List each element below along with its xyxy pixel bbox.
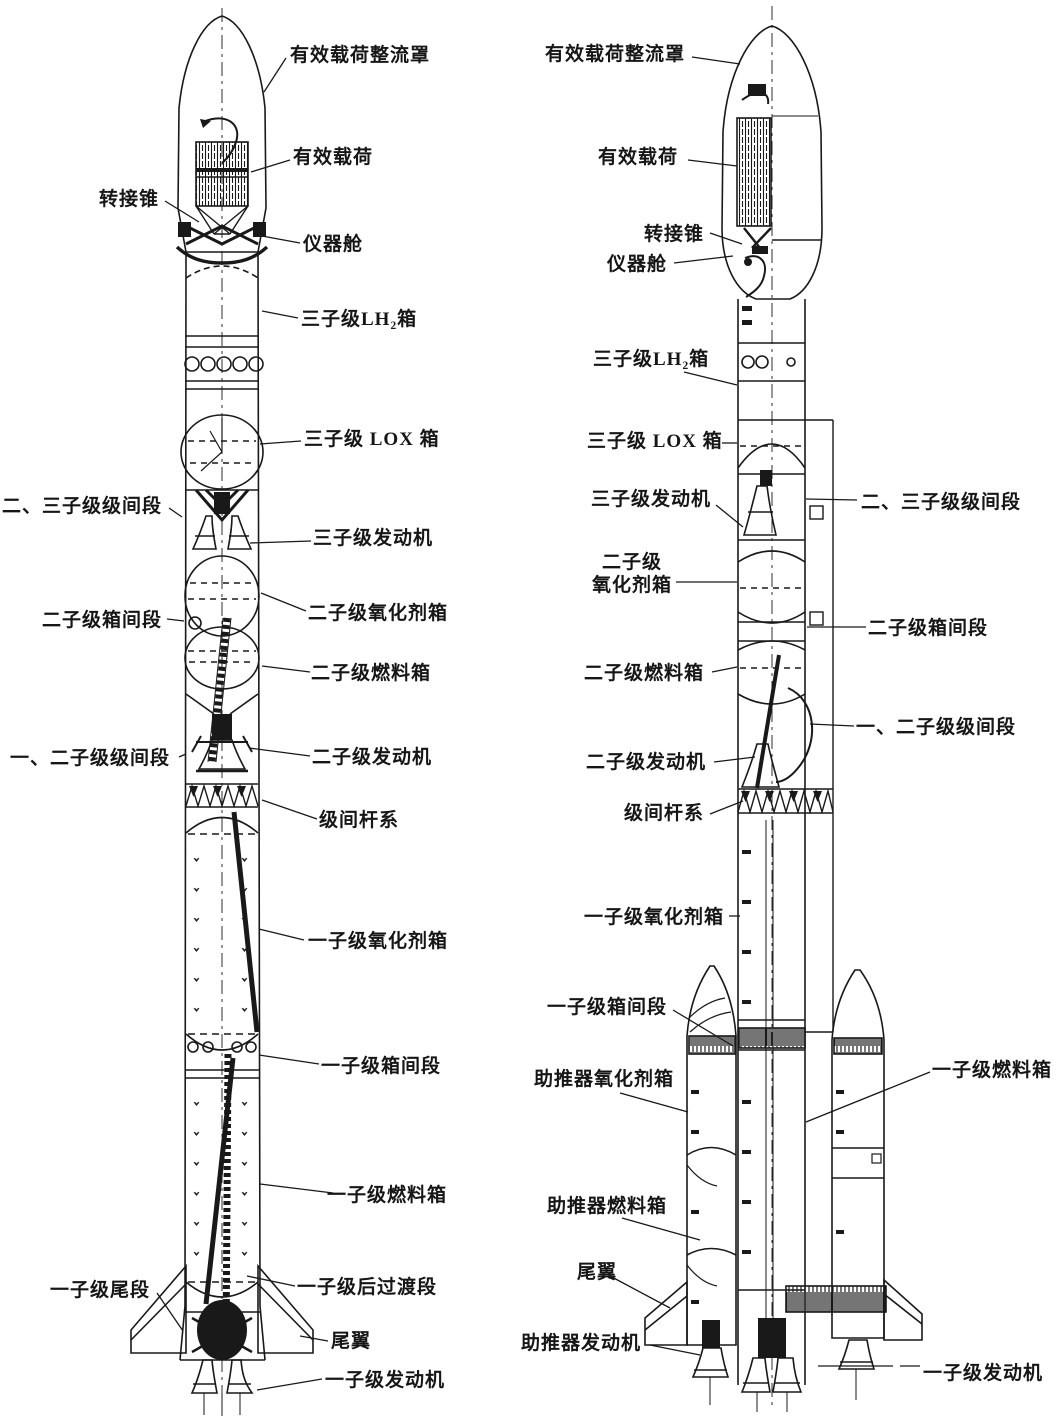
label-left-stage1-2-interstage: 一、二子级级间段 xyxy=(10,748,171,769)
label-left-stage3-engine: 三子级发动机 xyxy=(313,528,434,549)
right-leader-lines xyxy=(609,56,931,1367)
label-right-stage1-engine: 一子级发动机 xyxy=(923,1363,1044,1384)
label-right-adapter-cone: 转接锥 xyxy=(644,224,705,245)
label-left-payload: 有效载荷 xyxy=(293,147,374,168)
label-right-stage2-oxidizer-tank: 二子级 氧化剂箱 xyxy=(591,552,672,597)
label-left-tail-fin: 尾翼 xyxy=(331,1331,372,1352)
left-leader-lines xyxy=(156,57,334,1391)
label-left-stage2-oxidizer-tank: 二子级氧化剂箱 xyxy=(308,603,449,624)
label-right-stage1-oxidizer-tank: 一子级氧化剂箱 xyxy=(584,907,725,928)
label-right-stage2-intertank: 二子级箱间段 xyxy=(868,618,989,639)
label-right-stage2-fuel-tank: 二子级燃料箱 xyxy=(584,663,705,684)
label-right-tail-fin: 尾翼 xyxy=(577,1262,618,1283)
label-left-stage3-lh2-tank: 三子级LH₂箱 xyxy=(301,309,418,330)
label-right-stage2-3-interstage: 二、三子级级间段 xyxy=(861,492,1022,513)
label-right-stage1-fuel-tank: 一子级燃料箱 xyxy=(932,1060,1053,1081)
label-left-stage3-lox-tank: 三子级 LOX 箱 xyxy=(304,429,440,450)
label-left-stage1-engine: 一子级发动机 xyxy=(325,1370,446,1391)
label-right-booster-fuel-tank: 助推器燃料箱 xyxy=(547,1196,668,1217)
label-right-instrument-bay: 仪器舱 xyxy=(607,254,668,275)
label-right-booster-oxidizer-tank: 助推器氧化剂箱 xyxy=(534,1069,675,1090)
label-right-booster-engine: 助推器发动机 xyxy=(521,1333,642,1354)
label-right-stage2-engine: 二子级发动机 xyxy=(586,752,707,773)
label-left-adapter-cone: 转接锥 xyxy=(99,189,160,210)
label-right-payload: 有效载荷 xyxy=(598,147,679,168)
label-left-stage1-tail-section: 一子级尾段 xyxy=(50,1280,151,1301)
label-left-stage2-engine: 二子级发动机 xyxy=(312,747,433,768)
label-right-stage3-lh2-tank: 三子级LH₂箱 xyxy=(593,349,710,370)
label-left-stage2-3-interstage: 二、三子级级间段 xyxy=(2,496,163,517)
label-left-stage1-aft-transition: 一子级后过渡段 xyxy=(297,1277,438,1298)
label-left-stage1-intertank: 一子级箱间段 xyxy=(321,1056,442,1077)
label-right-payload-fairing: 有效载荷整流罩 xyxy=(545,44,686,65)
label-right-stage1-intertank: 一子级箱间段 xyxy=(547,997,668,1018)
label-left-stage2-intertank: 二子级箱间段 xyxy=(42,610,163,631)
label-left-interstage-truss: 级间杆系 xyxy=(319,810,400,831)
left-rocket-drawing xyxy=(130,8,334,1416)
label-left-payload-fairing: 有效载荷整流罩 xyxy=(290,45,431,66)
label-right-interstage-truss: 级间杆系 xyxy=(624,803,705,824)
label-left-stage1-oxidizer-tank: 一子级氧化剂箱 xyxy=(308,931,449,952)
label-right-stage1-2-interstage: 一、二子级级间段 xyxy=(856,717,1017,738)
label-right-stage3-lox-tank: 三子级 LOX 箱 xyxy=(587,431,723,452)
right-rocket-drawing xyxy=(609,6,931,1412)
label-left-instrument-bay: 仪器舱 xyxy=(303,234,364,255)
label-left-stage2-fuel-tank: 二子级燃料箱 xyxy=(311,663,432,684)
label-left-stage1-fuel-tank: 一子级燃料箱 xyxy=(327,1185,448,1206)
label-right-stage3-engine: 三子级发动机 xyxy=(591,489,712,510)
